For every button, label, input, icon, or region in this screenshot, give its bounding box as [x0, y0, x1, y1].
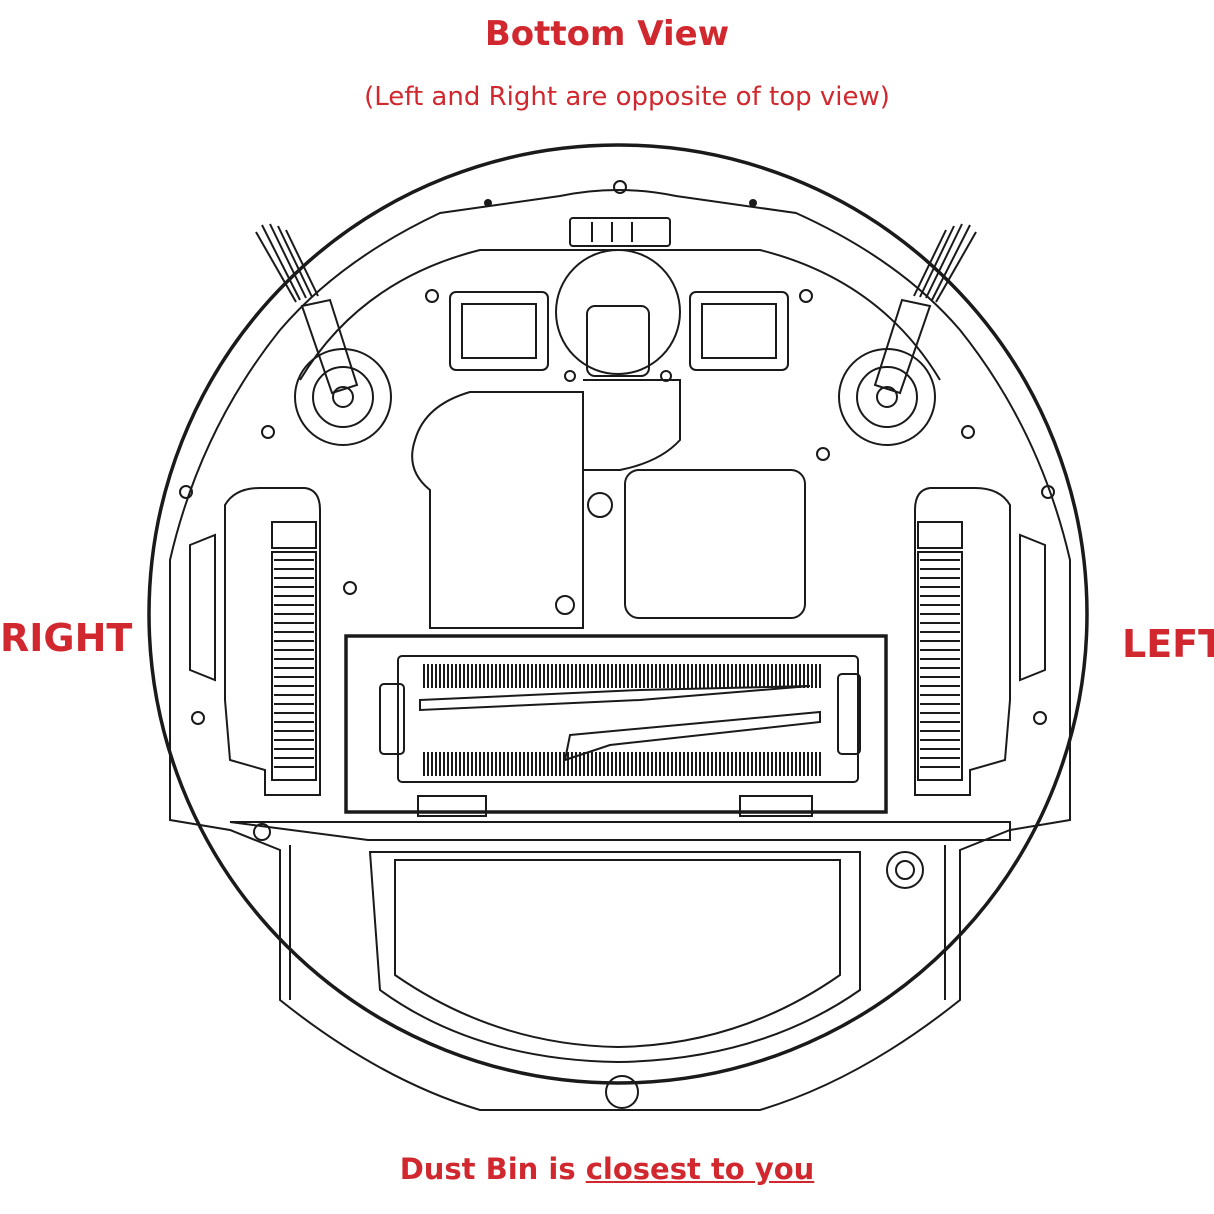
charging-contact-inner [895, 860, 915, 880]
tread-right [274, 559, 314, 768]
main-brush-guard [397, 655, 859, 783]
main-brush-frame [344, 634, 888, 814]
brush-end-cap-left [837, 673, 861, 755]
robot-outer-shell [147, 143, 1089, 1085]
diagram-title: Bottom View [484, 14, 730, 54]
right-side-label: RIGHT [0, 616, 133, 660]
brush-blade [563, 710, 821, 762]
mount-hole [613, 180, 627, 194]
chassis-outline [169, 189, 1071, 1111]
left-side-label: LEFT [1122, 622, 1214, 666]
cliff-sensor-window [461, 303, 537, 359]
cliff-sensor-left [689, 291, 789, 371]
bumper-detail-left [1019, 533, 1046, 682]
battery-cover [411, 391, 584, 629]
tread-left [920, 559, 960, 768]
front-caster-wheel [555, 249, 681, 375]
brush-tab-right [417, 795, 487, 817]
orientation-caption: Dust Bin is closest to you [0, 1152, 1214, 1186]
screw-hole [555, 595, 575, 615]
brush-blade [419, 685, 811, 712]
battery-bay-outline [583, 379, 681, 471]
caption-prefix: Dust Bin is [399, 1152, 576, 1186]
marker-dot [749, 199, 757, 207]
drive-wheel-right [224, 487, 321, 796]
diagram-subtitle: (Left and Right are opposite of top view… [364, 82, 890, 112]
main-brush-bristles [423, 664, 821, 776]
bumper-detail-right [189, 533, 216, 682]
dust-bin [368, 851, 861, 1064]
side-brush-left [838, 223, 977, 446]
front-vent [569, 217, 671, 247]
dust-bin-cover [229, 821, 1011, 841]
mounting-holes [179, 289, 1055, 725]
drive-wheel-left [914, 487, 1011, 796]
screw-hole [587, 492, 613, 518]
caster-axle [586, 305, 650, 377]
charging-contact [886, 851, 924, 889]
brush-end-cap-right [379, 683, 405, 755]
cliff-sensor-right [449, 291, 549, 371]
caption-emphasis: closest to you [585, 1152, 815, 1186]
sensor-compartment [624, 469, 806, 619]
dust-bin-handle [394, 859, 841, 1049]
brush-tab-left [739, 795, 813, 817]
marker-dot [484, 199, 492, 207]
side-brush-right [255, 223, 392, 446]
charging-contact [253, 823, 271, 841]
cliff-sensor-window [701, 303, 777, 359]
rear-sensor-hole [605, 1075, 639, 1109]
chassis-inner-ring [299, 249, 941, 381]
